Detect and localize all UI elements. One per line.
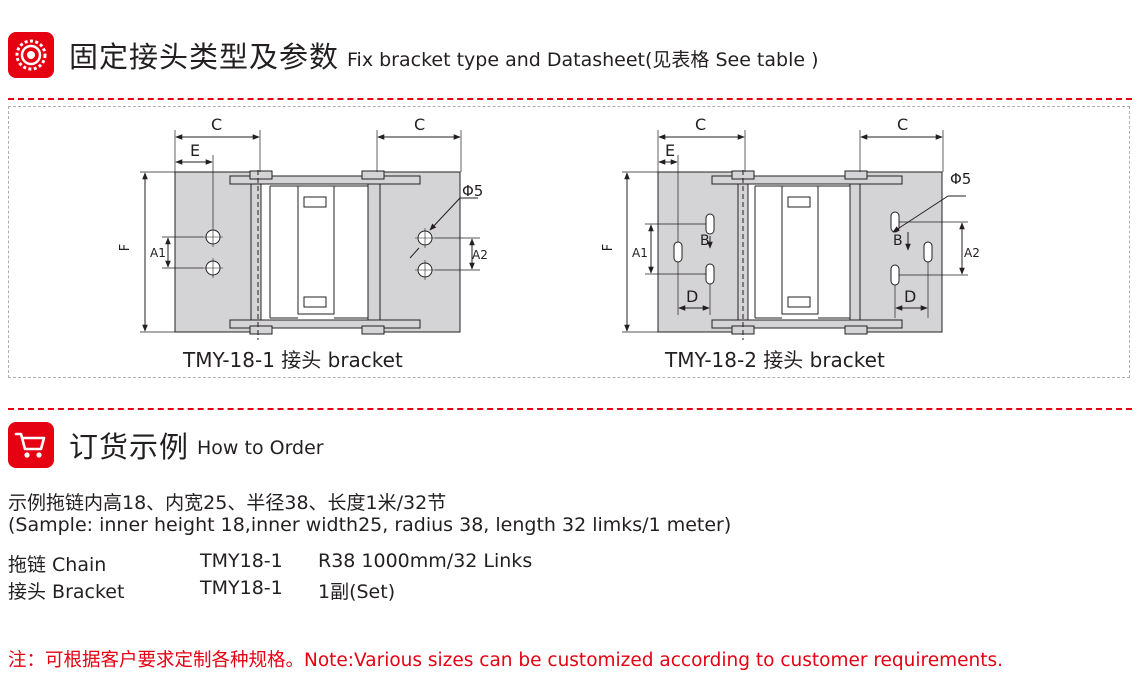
- diagram-panel: [8, 106, 1130, 378]
- customization-note: 注：可根据客户要求定制各种规格。Note:Various sizes can b…: [8, 650, 1004, 671]
- drawing-tmy-18-1: [140, 130, 480, 340]
- bracket-drawings: [140, 130, 968, 340]
- dim-label-c: C: [897, 115, 909, 134]
- dim-label-a2: A2: [964, 246, 980, 260]
- divider-middle: [8, 408, 1132, 410]
- dim-label-f: F: [601, 243, 617, 252]
- order-model-bracket: TMY18-1: [200, 577, 283, 599]
- dim-label-b: B: [700, 233, 710, 249]
- divider-top: [8, 98, 1132, 100]
- section-title-en: How to Order: [197, 437, 324, 459]
- diagram-caption: TMY-18-1 接头 bracket: [183, 348, 403, 372]
- dim-label-phi: Φ5: [950, 170, 972, 188]
- dim-label-e: E: [190, 141, 201, 160]
- section-header-bracket: 固定接头类型及参数 Fix bracket type and Datasheet…: [8, 32, 819, 78]
- order-model-chain: TMY18-1: [200, 550, 283, 572]
- section-title-cn: 固定接头类型及参数: [69, 40, 340, 74]
- order-spec-bracket: 1副(Set): [318, 581, 396, 603]
- dim-label-a1: A1: [150, 246, 166, 260]
- dim-label-e: E: [665, 141, 676, 160]
- gear-badge-icon: [8, 32, 54, 78]
- right-plate: [379, 171, 461, 333]
- sample-text-en: (Sample: inner height 18,inner width25, …: [8, 514, 732, 536]
- dim-label-f: F: [118, 243, 134, 252]
- section-title-cn: 订货示例: [69, 430, 190, 464]
- dim-label-phi: Φ5: [462, 182, 484, 200]
- dim-label-d: D: [686, 287, 699, 306]
- diagram-caption: TMY-18-2 接头 bracket: [665, 348, 885, 372]
- dim-label-b: B: [893, 233, 903, 249]
- section-header-order: 订货示例 How to Order: [8, 422, 324, 468]
- order-spec-chain: R38 1000mm/32 Links: [318, 550, 533, 572]
- drawing-tmy-18-2: [622, 130, 968, 340]
- dim-label-a1: A1: [632, 246, 648, 260]
- dim-label-c: C: [695, 115, 707, 134]
- dim-label-d: D: [904, 287, 917, 306]
- dim-label-a2: A2: [472, 248, 488, 262]
- order-label-chain: 拖链 Chain: [8, 554, 107, 576]
- dim-label-c: C: [211, 115, 223, 134]
- order-label-bracket: 接头 Bracket: [8, 581, 125, 603]
- dim-label-c: C: [414, 115, 426, 134]
- section-title-en: Fix bracket type and Datasheet(见表格 See t…: [347, 48, 819, 71]
- shopping-cart-icon: [8, 422, 54, 468]
- sample-text-cn: 示例拖链内高18、内宽25、半径38、长度1米/32节: [8, 492, 447, 514]
